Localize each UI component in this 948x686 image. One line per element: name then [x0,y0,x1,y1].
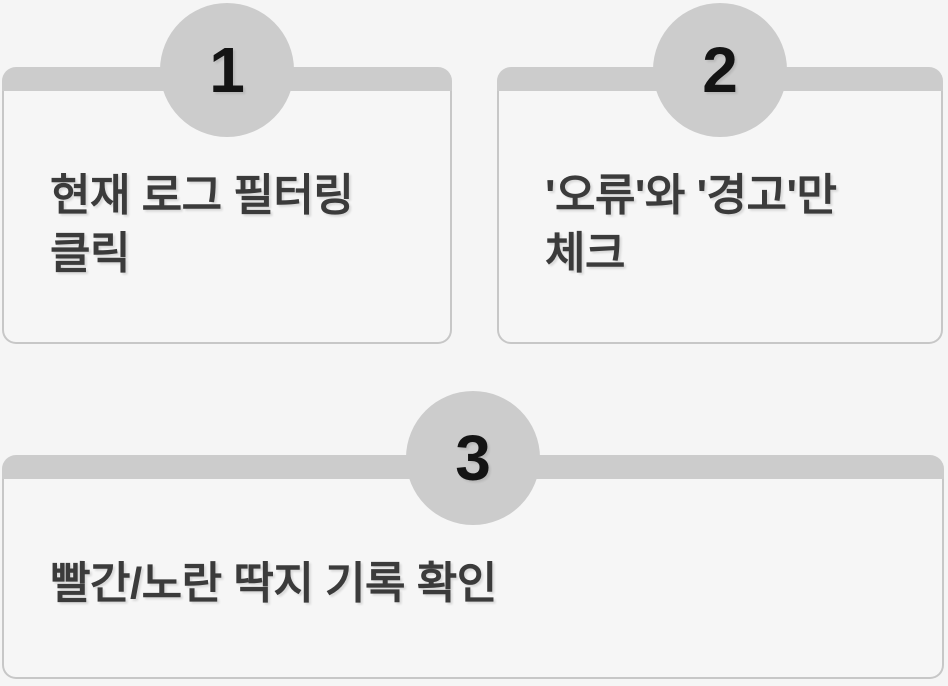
step-text-line: 클릭 [50,228,130,278]
card-body: '오류'와 '경고'만 체크 [497,91,943,344]
step-text-line: 현재 로그 필터링 [50,171,354,221]
step-number-badge: 3 [406,391,540,525]
step-number-badge: 2 [653,3,787,137]
step-number: 3 [455,422,491,494]
step-text: 빨간/노란 딱지 기록 확인 [4,543,517,612]
step-text: '오류'와 '경고'만 체크 [499,151,856,281]
step-text-line: 체크 [545,228,625,278]
step-number-badge: 1 [160,3,294,137]
step-text-line: '오류'와 '경고'만 [545,171,837,221]
step-text-line: 빨간/노란 딱지 기록 확인 [50,559,497,609]
step-card-3: 3 빨간/노란 딱지 기록 확인 [2,391,944,679]
step-number: 2 [702,34,738,106]
step-number: 1 [209,34,245,106]
step-card-2: 2 '오류'와 '경고'만 체크 [497,3,943,344]
step-card-1: 1 현재 로그 필터링 클릭 [2,3,452,344]
step-text: 현재 로그 필터링 클릭 [4,151,373,281]
